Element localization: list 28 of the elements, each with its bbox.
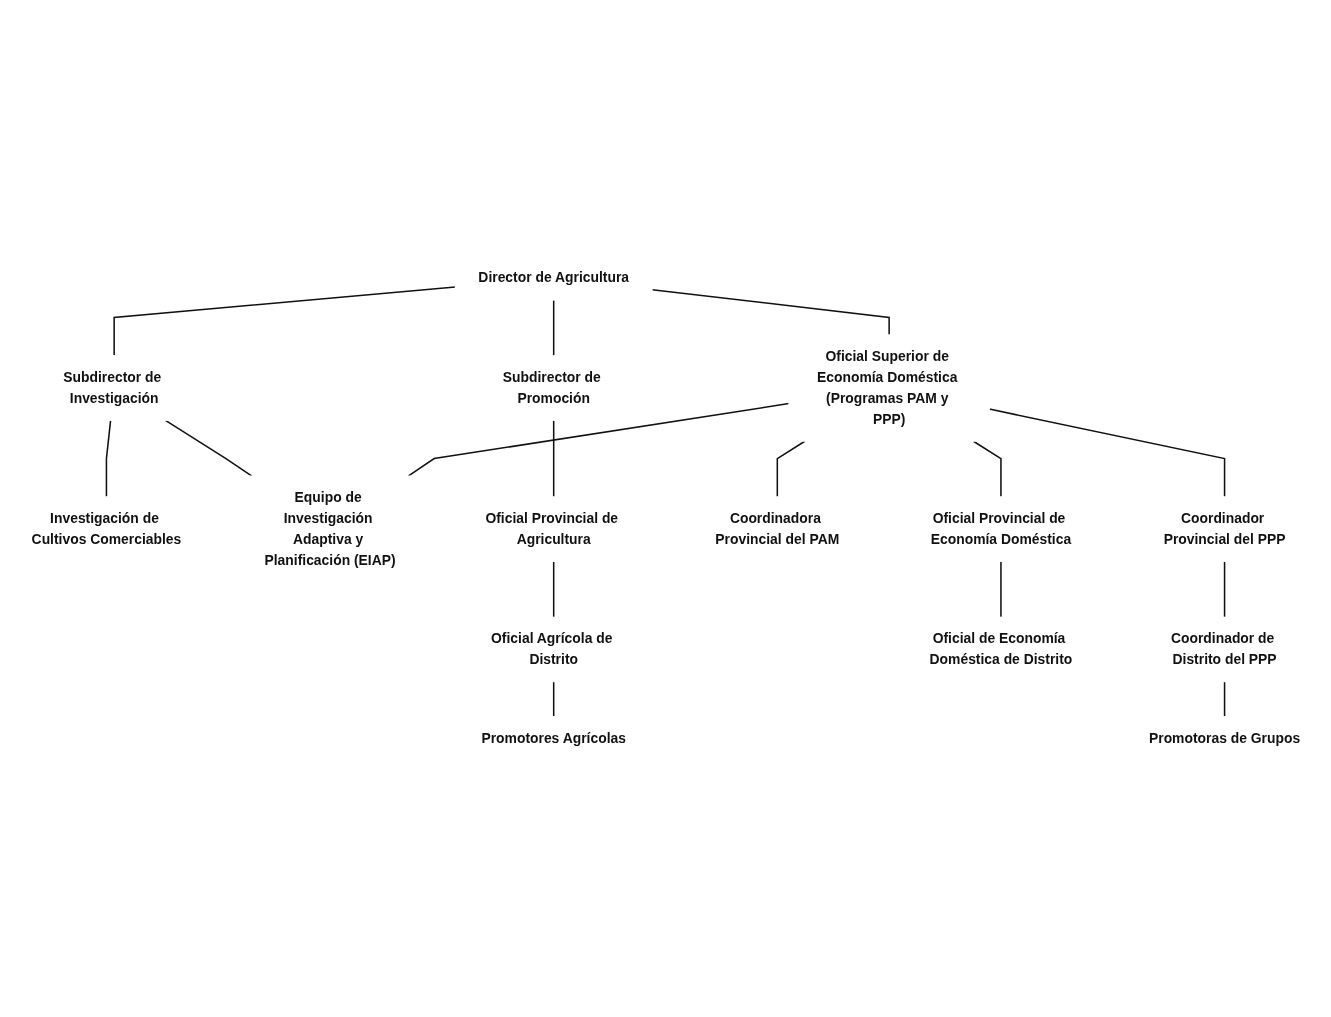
node-text: Oficial Provincial de Economía Doméstica (930, 510, 1072, 548)
node-text: Oficial Agrícola de Distrito (491, 631, 613, 668)
connector (651, 289, 890, 336)
node-text: Oficial Superior de Economía Doméstica (Programas PAM y PPP) (817, 348, 958, 427)
node-text: Subdirector de Promoción (502, 369, 601, 406)
node-text: Subdirector de Investigación (63, 369, 162, 406)
connector (407, 403, 790, 477)
connector (105, 419, 112, 498)
connector (164, 419, 253, 477)
connector (552, 419, 555, 498)
connector (552, 681, 555, 718)
connector (988, 408, 1226, 498)
connector (552, 560, 555, 618)
node-text: Oficial de Economía Doméstica de Distrito (929, 631, 1073, 668)
node-text: Oficial Provincial de Agricultura (485, 510, 619, 548)
node-text: Coordinador de Distrito del PPP (1170, 631, 1277, 668)
connector (113, 286, 456, 357)
connector (1000, 560, 1002, 618)
node-text: Coordinadora Provincial del PAM (715, 510, 840, 548)
node-text: Promotores Agrícolas (481, 730, 626, 747)
node-text: Director de Agricultura (478, 270, 630, 286)
connector (1223, 560, 1226, 618)
connector (552, 299, 555, 357)
node-text: Coordinador Provincial del PPP (1163, 510, 1286, 548)
node-text: Promotoras de Grupos (1148, 730, 1301, 747)
node-text: Investigación de Cultivos Comerciables (31, 510, 182, 548)
node-text: Equipo de Investigación Adaptiva y Planificación (EIAP) (264, 489, 396, 568)
connector (1223, 681, 1226, 718)
